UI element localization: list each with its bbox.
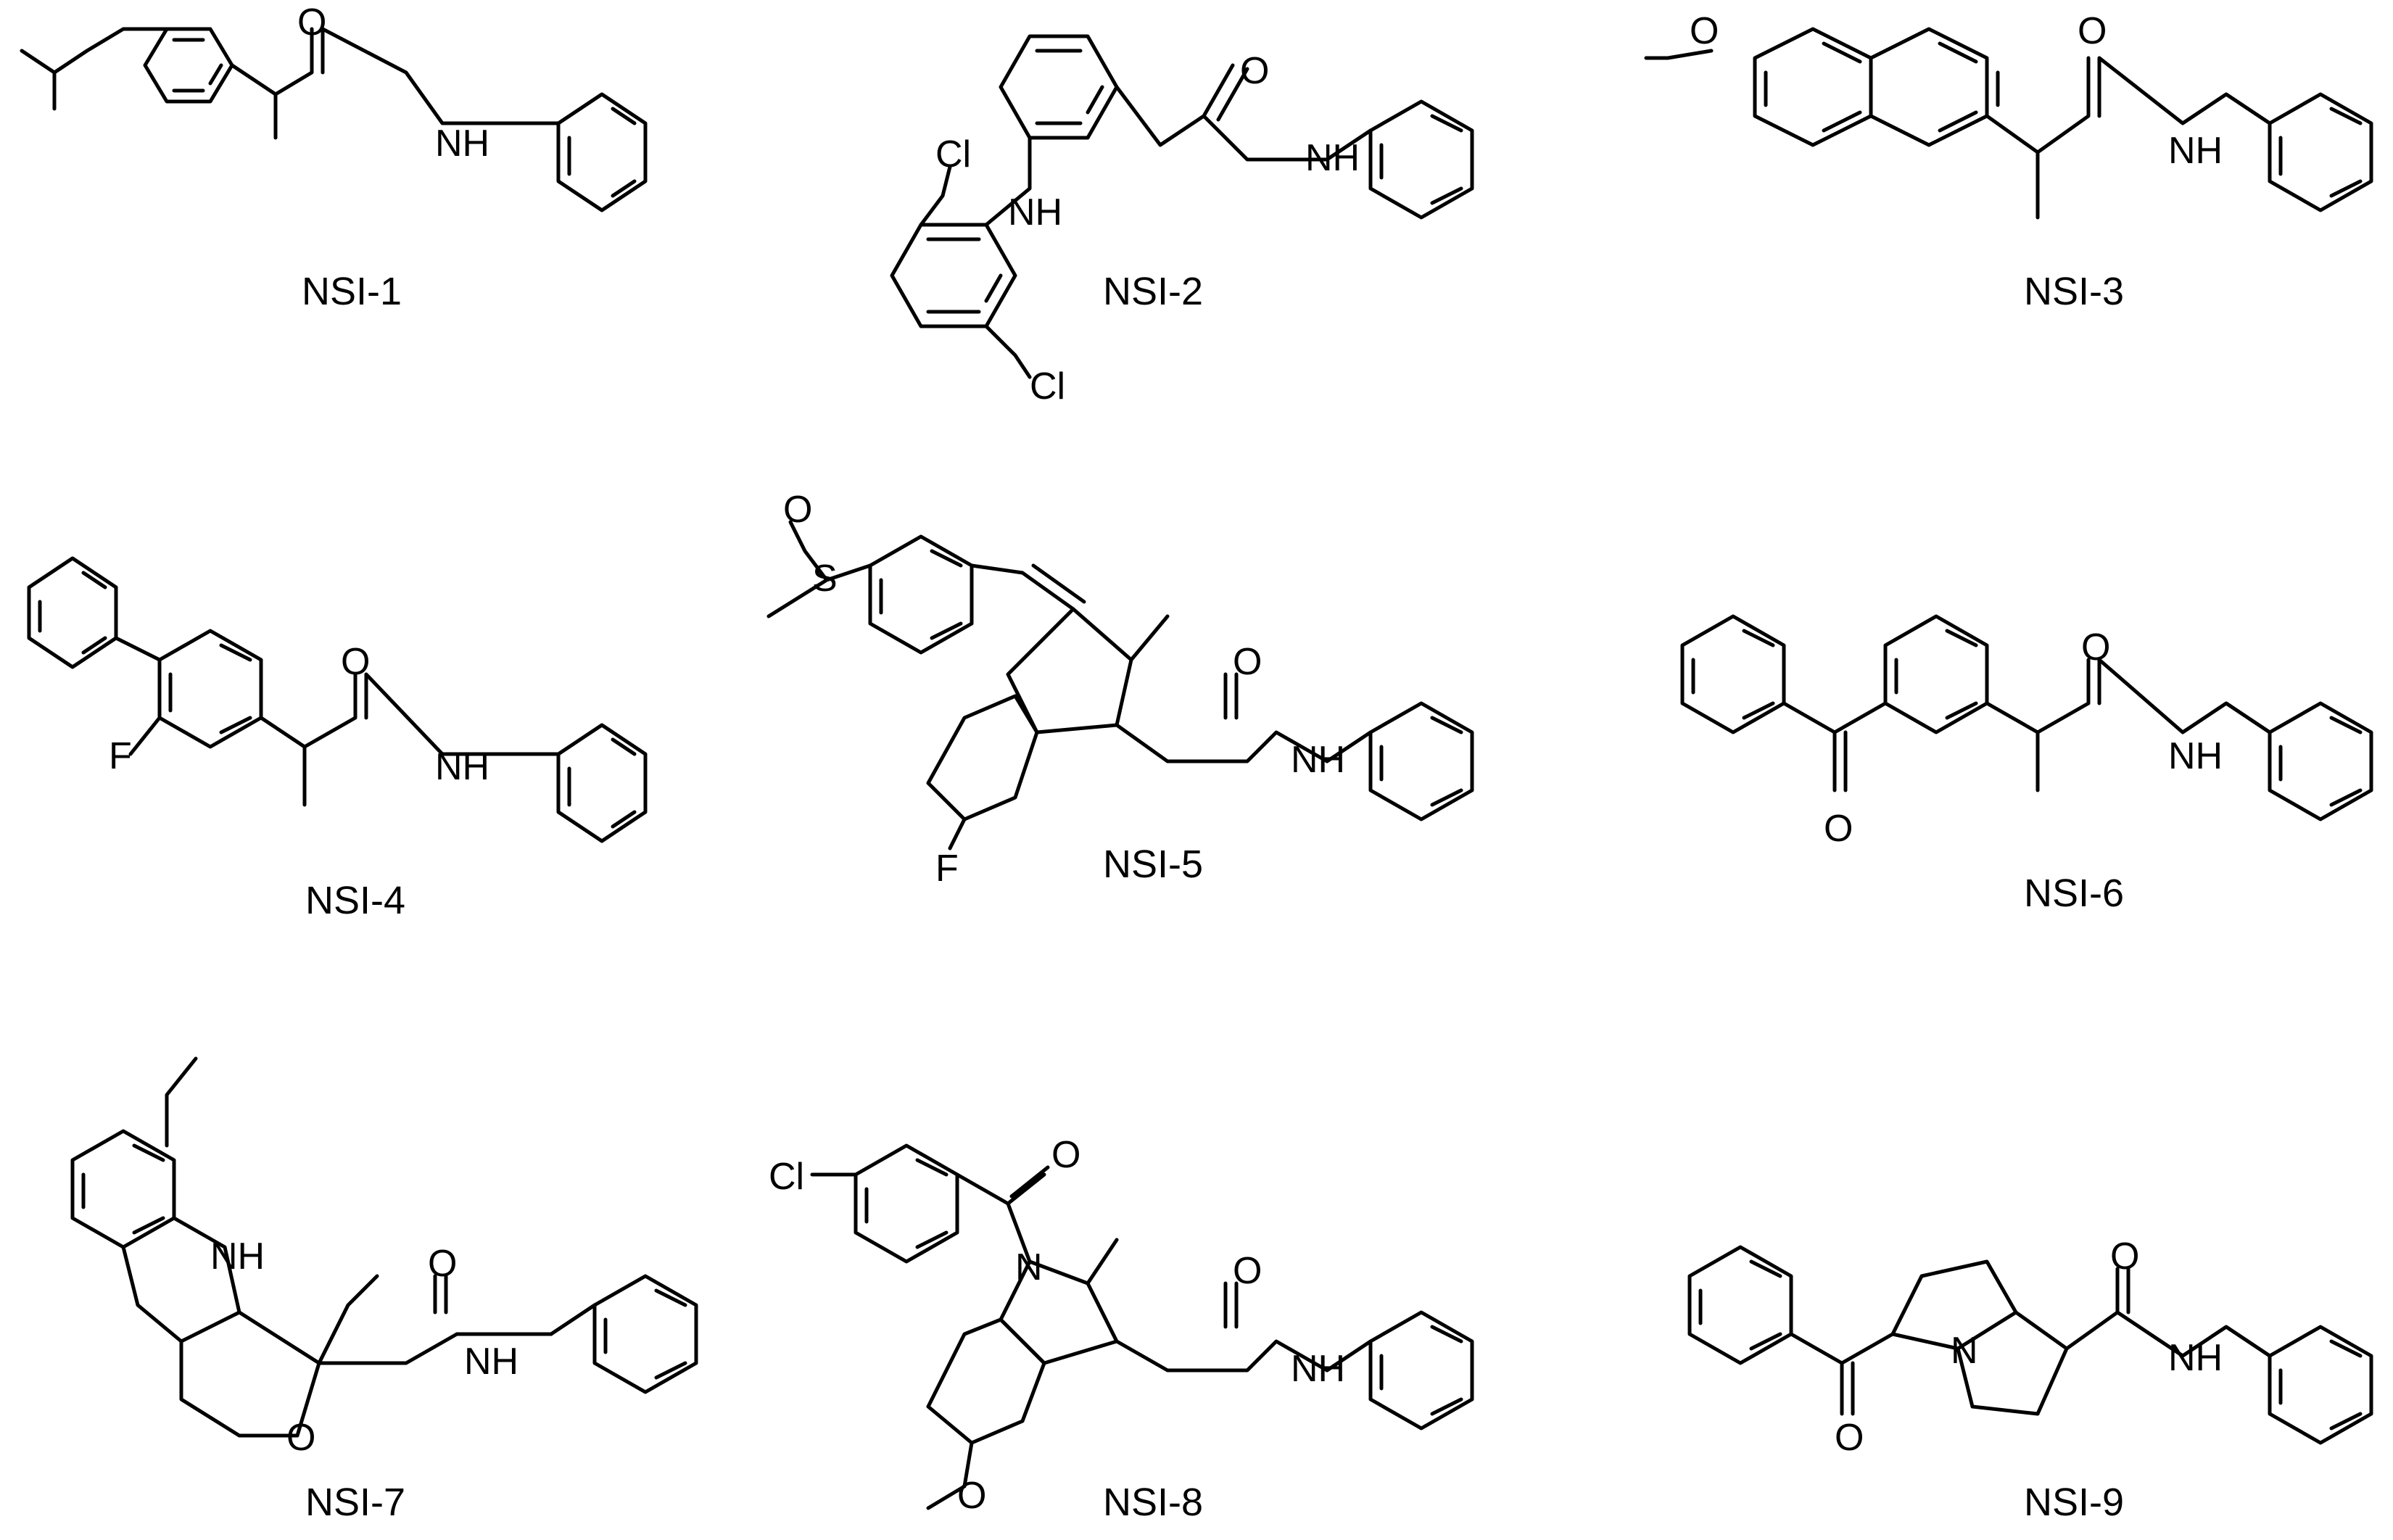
oxygen-atom: O: [428, 1243, 457, 1285]
amine-nh-atom: NH: [210, 1235, 265, 1278]
compound-label: NSI-5: [1103, 843, 1203, 886]
amide-nh-atom: NH: [2168, 1337, 2223, 1379]
oxygen-atom: O: [1824, 808, 1853, 850]
compound-nsi-1: O NH NSI-1: [20, 1, 648, 313]
compound-nsi-6: O O NH NSI-6: [1680, 614, 2373, 915]
compound-label: NSI-4: [305, 879, 405, 922]
oxygen-atom: O: [1690, 10, 1719, 52]
bonds-nsi-3: [1644, 27, 2373, 220]
chlorine-atom: Cl: [935, 133, 971, 175]
bonds-nsi-9: [1687, 1245, 2373, 1445]
oxygen-atom: O: [2110, 1235, 2139, 1278]
nitrogen-atom: N: [1951, 1330, 1978, 1372]
oxygen-atom: O: [1233, 641, 1262, 683]
bonds-nsi-8: [810, 1143, 1474, 1510]
compound-nsi-5: O S O NH F NSI-5: [766, 489, 1474, 890]
oxygen-atom: O: [1835, 1417, 1864, 1459]
bonds-nsi-4: [27, 556, 648, 843]
compound-nsi-3: O O NH NSI-3: [1644, 10, 2373, 313]
oxygen-atom: O: [1233, 1250, 1262, 1292]
amide-nh-atom: NH: [464, 1341, 518, 1383]
oxygen-atom: O: [1051, 1134, 1080, 1176]
oxygen-atom: O: [1240, 50, 1269, 92]
amide-nh-atom: NH: [2168, 130, 2223, 172]
oxygen-atom: O: [2078, 10, 2107, 52]
oxygen-atom: O: [957, 1475, 986, 1517]
fluorine-atom: F: [109, 735, 132, 777]
sulfur-atom: S: [812, 558, 838, 600]
chlorine-atom: Cl: [1030, 365, 1065, 407]
amide-nh-atom: NH: [435, 746, 489, 788]
compound-label: NSI-6: [2024, 872, 2124, 915]
oxygen-atom: O: [341, 641, 370, 683]
oxygen-atom: O: [2081, 626, 2110, 668]
chlorine-atom: Cl: [769, 1156, 804, 1198]
oxygen-atom: O: [297, 1, 326, 44]
amide-nh-atom: NH: [1305, 137, 1360, 179]
compound-nsi-2: O NH NH Cl Cl NSI-2: [890, 34, 1474, 407]
bonds-nsi-1: [20, 27, 648, 212]
compound-label: NSI-7: [305, 1481, 405, 1524]
amide-nh-atom: NH: [1291, 739, 1345, 781]
compound-nsi-4: F O NH NSI-4: [27, 556, 648, 922]
compound-label: NSI-9: [2024, 1481, 2124, 1524]
amide-nh-atom: NH: [435, 123, 489, 165]
bonds-nsi-2: [890, 34, 1474, 379]
nitrogen-atom: N: [1015, 1246, 1043, 1288]
compound-label: NSI-1: [302, 270, 402, 313]
amine-nh-atom: NH: [1008, 191, 1062, 233]
bonds-nsi-6: [1680, 614, 2373, 821]
oxygen-atom: O: [783, 489, 812, 531]
amide-nh-atom: NH: [1291, 1348, 1345, 1390]
compound-nsi-7: NH O O NH NSI-7: [70, 1056, 698, 1524]
amide-nh-atom: NH: [2168, 735, 2223, 777]
fluorine-atom: F: [935, 848, 959, 890]
bonds-nsi-5: [766, 520, 1474, 850]
compound-label: NSI-2: [1103, 270, 1203, 313]
bonds-nsi-7: [70, 1056, 698, 1438]
compound-nsi-9: O N O NH NSI-9: [1687, 1235, 2373, 1524]
oxygen-atom: O: [286, 1417, 315, 1459]
compound-label: NSI-8: [1103, 1481, 1203, 1524]
compound-nsi-8: Cl O N O NH O NSI-8: [769, 1134, 1474, 1524]
compound-label: NSI-3: [2024, 270, 2124, 313]
